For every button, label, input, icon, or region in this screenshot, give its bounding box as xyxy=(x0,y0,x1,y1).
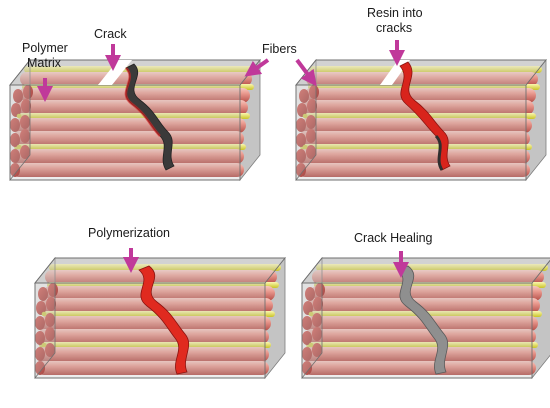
panel-polymerization xyxy=(34,257,286,379)
label-resin-1: Resin into xyxy=(367,6,423,20)
arrow-fibers-left xyxy=(244,58,270,77)
polymerized-ribbon xyxy=(138,265,190,375)
label-fibers: Fibers xyxy=(262,42,297,56)
arrow-fibers-right xyxy=(295,58,317,87)
label-polymerization: Polymerization xyxy=(88,226,170,240)
panel-cracked-composite xyxy=(9,59,261,181)
resin-ribbon xyxy=(399,61,451,171)
healed-ribbon xyxy=(397,265,449,375)
panel-resin-into-cracks xyxy=(295,59,547,181)
panel-crack-healing xyxy=(301,257,550,379)
label-crack-healing: Crack Healing xyxy=(354,231,433,245)
label-polymer-matrix-2: Matrix xyxy=(27,56,62,70)
label-polymer-matrix-1: Polymer xyxy=(22,41,68,55)
label-resin-2: cracks xyxy=(376,21,412,35)
label-crack: Crack xyxy=(94,27,127,41)
arrows xyxy=(37,40,409,278)
